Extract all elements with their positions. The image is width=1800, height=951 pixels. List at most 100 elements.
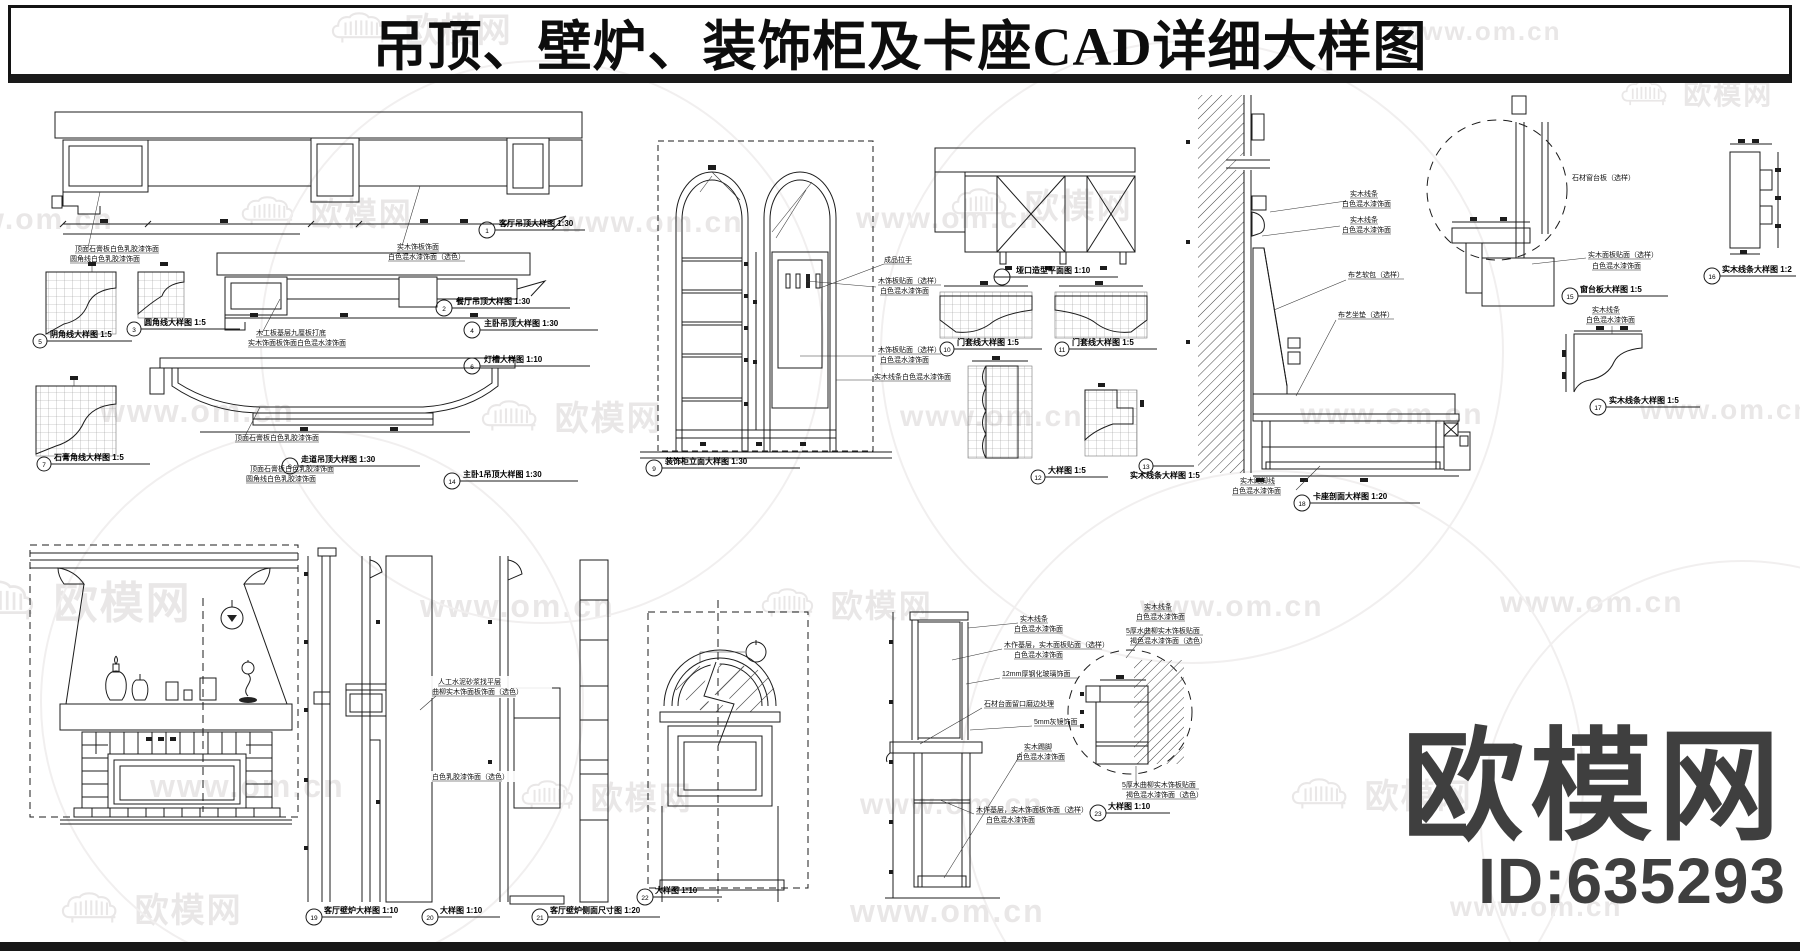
sheet-title: 吊顶、壁炉、装饰柜及卡座CAD详细大样图 [372,16,1428,77]
svg-text:客厅壁炉大样图 1:10: 客厅壁炉大样图 1:10 [323,905,399,915]
detail-bubble: 3 圆角线大样图 1:5 [126,317,240,337]
drawing-cabinet-elevation: 成品拉手 木饰板贴面（选样） 白色混水漆饰面 木饰板贴面（选样） 白色混水漆饰面… [640,140,951,459]
annotation-label: 人工水泥砂浆找平层 [438,677,501,686]
annotation-label: 褐色混水漆饰面（选色） [1130,636,1207,645]
annotation-label: 布艺坐垫（选样） [1338,310,1394,319]
annotation-label: 木工板基层九厘板打底 [256,328,326,337]
annotation-label: 白色混水漆饰面 [1136,612,1185,621]
svg-text:实木线条大样图 1:2: 实木线条大样图 1:2 [1722,264,1792,274]
svg-text:14: 14 [448,479,456,486]
svg-text:20: 20 [426,915,434,922]
site-logo: 欧模网 ID:635293 [1402,726,1786,915]
title-bar: 吊顶、壁炉、装饰柜及卡座CAD详细大样图 [8,5,1792,83]
drawing-molding-details-left [35,262,185,457]
watermark-item: www.om.cn [1640,394,1800,425]
annotation-label: 实木线条 [1350,189,1378,198]
annotation-label: 石材窗台板（选样） [1572,173,1635,182]
watermark-item: www.om.cn [100,393,295,429]
watermark-arc [40,430,584,951]
detail-bubble: 23 大样图 1:10 [1089,801,1170,822]
svg-text:21: 21 [536,915,544,922]
svg-text:13: 13 [1142,464,1150,471]
annotation-label: 布艺软包（选样） [1348,270,1404,279]
detail-bubble: 14 主卧1吊顶大样图 1:30 [443,469,578,490]
detail-bubble: 9 装饰柜立面大样图 1:30 [645,456,800,477]
annotation-label: 白色混水漆饰面 [1342,199,1391,208]
annotation-label: 顶面石膏板白色乳胶漆饰面 [250,464,334,473]
sofa-icon [761,588,814,617]
annotation-label: 木饰板贴面（选样） [878,276,941,285]
svg-text:大样图 1:10: 大样图 1:10 [655,885,698,895]
detail-bubble: 1 客厅吊顶大样图 1:30 [478,218,585,239]
annotation-label: 白色混水漆饰面 [1232,486,1281,495]
detail-bubble: 21 客厅壁炉侧面尺寸图 1:20 [531,905,660,926]
annotation-label: 白色混水漆饰面 [1342,225,1391,234]
logo-id: ID:635293 [1478,845,1786,917]
detail-bubble: 16 实木线条大样图 1:2 [1703,264,1796,285]
annotation-label: 实木线条白色混水漆饰面 [874,372,951,381]
drawing-arched-mirror-elevation [579,559,809,903]
detail-bubble: 12 大样图 1:5 [1030,465,1108,485]
detail-bubble: 15 窗台板大样图 1:5 [1561,284,1668,305]
sofa-icon [0,580,34,620]
annotation-label: 实木线条 [1020,614,1048,623]
annotation-label: 白色混水漆饰面 [986,815,1035,824]
detail-bubbles: 1 客厅吊顶大样图 1:30 2 餐厅吊顶大样图 1:30 3 圆角线大样图 1… [32,218,1796,926]
watermark-item: 欧模网 [520,780,693,814]
annotation-label: 圆角线白色乳胶漆饰面 [246,474,316,483]
annotation-label: 木作基层，实木面板贴面（选样） [1004,640,1109,649]
drawing-fireplace-elevation: 顶面石膏板白色乳胶漆饰面 圆角线白色乳胶漆饰面 [29,464,334,825]
svg-text:5: 5 [38,339,42,346]
svg-text:卡座剖面大样图 1:20: 卡座剖面大样图 1:20 [1313,491,1388,501]
annotation-label: 实木面板贴面（选样） [1588,250,1658,259]
svg-text:17: 17 [1594,405,1602,412]
watermark-item: www.om.cn [0,203,114,236]
detail-bubble: 2 餐厅吊顶大样图 1:30 [435,296,570,317]
detail-bubble: 20 大样图 1:10 [421,905,500,926]
annotation-label: 白色混水漆饰面 [1014,624,1063,633]
annotation-label: 曲柳实木饰面板饰面（选色） [432,687,523,696]
drawing-sill-circle-detail: 石材窗台板（选样） 实木面板贴面（选样） 白色混水漆饰面 [1426,95,1658,307]
svg-text:4: 4 [470,328,474,335]
svg-text:垭口造型平面图 1:10: 垭口造型平面图 1:10 [1016,265,1091,275]
sofa-icon [61,892,117,923]
svg-text:22: 22 [641,895,649,902]
svg-text:23: 23 [1094,811,1102,818]
detail-bubble: 8 走道吊顶大样图 1:30 [281,454,420,475]
annotation-label: 白色混水漆饰面 [1016,752,1065,761]
annotation-label: 白色混水漆饰面 [880,355,929,364]
detail-bubble section-symbol: 垭口造型平面图 1:10 [993,265,1118,286]
drawing-dining-ceiling-section: 木工板基层九厘板打底 实木饰面板饰面白色混水漆饰面 [216,252,547,348]
annotation-label: 白色混水漆饰面 [1586,315,1635,324]
annotation-label: 实木踢脚 [1024,742,1052,751]
annotation-label: 实木线条 [1144,602,1172,611]
annotation-label: 5mm灰镜饰面 [1034,717,1078,726]
svg-text:11: 11 [1059,347,1066,354]
svg-text:6: 6 [470,364,474,371]
svg-text:窗台板大样图 1:5: 窗台板大样图 1:5 [1580,284,1642,294]
svg-text:7: 7 [42,462,46,469]
svg-text:2: 2 [442,306,446,313]
svg-text:实木线条大样图 1:5: 实木线条大样图 1:5 [1609,395,1679,405]
svg-text:1: 1 [485,228,489,235]
svg-text:客厅壁炉侧面尺寸图 1:20: 客厅壁炉侧面尺寸图 1:20 [549,905,641,915]
svg-text:19: 19 [310,915,318,922]
watermark-item: www.om.cn [1400,16,1562,46]
svg-text:9: 9 [652,466,656,473]
detail-bubble: 11 门套线大样图 1:5 [1054,337,1157,357]
svg-text:阴角线大样图 1:5: 阴角线大样图 1:5 [50,329,112,339]
annotation-label: 石材台面留口磨边处理 [984,699,1054,708]
drawing-booth-section: 实木线条 白色混水漆饰面 实木线条 白色混水漆饰面 布艺软包（选样） 布艺坐垫（… [1186,95,1471,496]
svg-text:客厅吊顶大样图 1:30: 客厅吊顶大样图 1:30 [498,218,574,228]
annotation-label: 白色混水漆饰面 [1014,650,1063,659]
svg-text:大样图 1:10: 大样图 1:10 [1108,801,1151,811]
annotation-label: 实木线条 [1350,215,1378,224]
detail-bubble: 17 实木线条大样图 1:5 [1589,395,1700,416]
svg-text:大样图 1:10: 大样图 1:10 [440,905,483,915]
svg-text:门套线大样图 1:5: 门套线大样图 1:5 [957,337,1019,347]
detail-bubble: 10 门套线大样图 1:5 [939,337,1042,357]
detail-bubble: 13 实木线条大样图 1:5 [1130,458,1200,480]
detail-bubble: 19 客厅壁炉大样图 1:10 [305,905,399,926]
svg-text:石膏角线大样图 1:5: 石膏角线大样图 1:5 [53,452,124,462]
